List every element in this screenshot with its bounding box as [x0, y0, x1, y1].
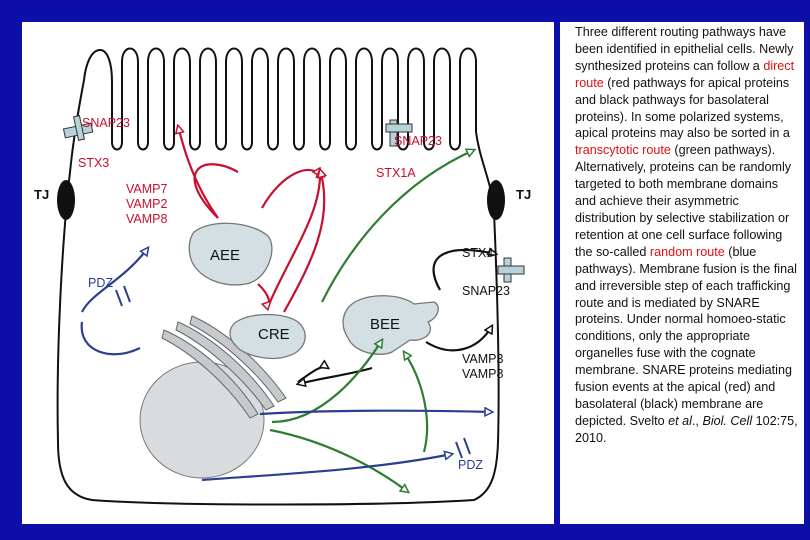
label-stx4: STX4 [462, 246, 494, 260]
label-stx1a: STX1A [376, 166, 416, 180]
caption-citation-etal: et al [668, 413, 692, 428]
label-aee: AEE [210, 247, 241, 264]
label-tj-left: TJ [34, 187, 50, 202]
caption-highlight-direct-route: direct route [575, 58, 795, 90]
label-snap23-left: SNAP23 [82, 116, 130, 130]
caption-part-4: (blue pathways). Membrane fusion is the … [575, 244, 797, 428]
snare-complex-left [62, 115, 94, 141]
snare-complex-top [385, 119, 413, 147]
transcytotic-routes [269, 150, 474, 492]
label-pdz-left: PDZ [88, 276, 113, 290]
label-vamp8-apical: VAMP8 [126, 212, 168, 226]
caption-highlight-random-route: random route [649, 244, 725, 259]
aee-organelle [188, 222, 273, 286]
caption-panel: Three different routing pathways have be… [560, 22, 804, 524]
basolateral-routes [298, 250, 496, 384]
label-bee: BEE [370, 316, 401, 333]
label-vamp3: VAMP3 [462, 352, 504, 366]
tight-junction-right [487, 180, 505, 220]
caption-highlight-transcytotic-route: transcytotic route [575, 143, 671, 158]
cre-organelle [229, 313, 306, 360]
caption-part-3: (green pathways). Alternatively, protein… [575, 143, 792, 259]
label-cre: CRE [258, 326, 290, 343]
label-stx3: STX3 [78, 156, 110, 170]
caption-part-2: (red pathways for apical proteins and bl… [575, 75, 790, 141]
label-vamp2: VAMP2 [126, 197, 168, 211]
caption-text: Three different routing pathways have be… [575, 24, 801, 447]
label-snap23-top: SNAP23 [394, 134, 442, 148]
label-vamp7: VAMP7 [126, 182, 168, 196]
apical-routes [178, 126, 324, 313]
label-snap23-right: SNAP23 [462, 284, 510, 298]
tight-junction-left [57, 180, 75, 220]
label-vamp8-baso: VAMP8 [462, 367, 504, 381]
cell-diagram: SNAP23 STX3 TJ VAMP7 VAMP2 VAMP8 PDZ SNA… [22, 22, 554, 524]
caption-part-6: 102:75, 2010. [575, 413, 798, 445]
label-pdz-right: PDZ [458, 458, 483, 472]
cell-diagram-svg [56, 47, 525, 506]
snare-complex-right [497, 257, 525, 283]
bee-organelle [342, 295, 439, 355]
caption-citation-journal: Biol. Cell [702, 413, 753, 428]
caption-part-5: ., [691, 413, 703, 428]
caption-part-1: Three different routing pathways have be… [575, 25, 794, 73]
golgi-apparatus [161, 315, 287, 419]
cell-membrane [56, 47, 500, 506]
label-tj-right: TJ [516, 187, 532, 202]
random-routes [80, 248, 492, 482]
